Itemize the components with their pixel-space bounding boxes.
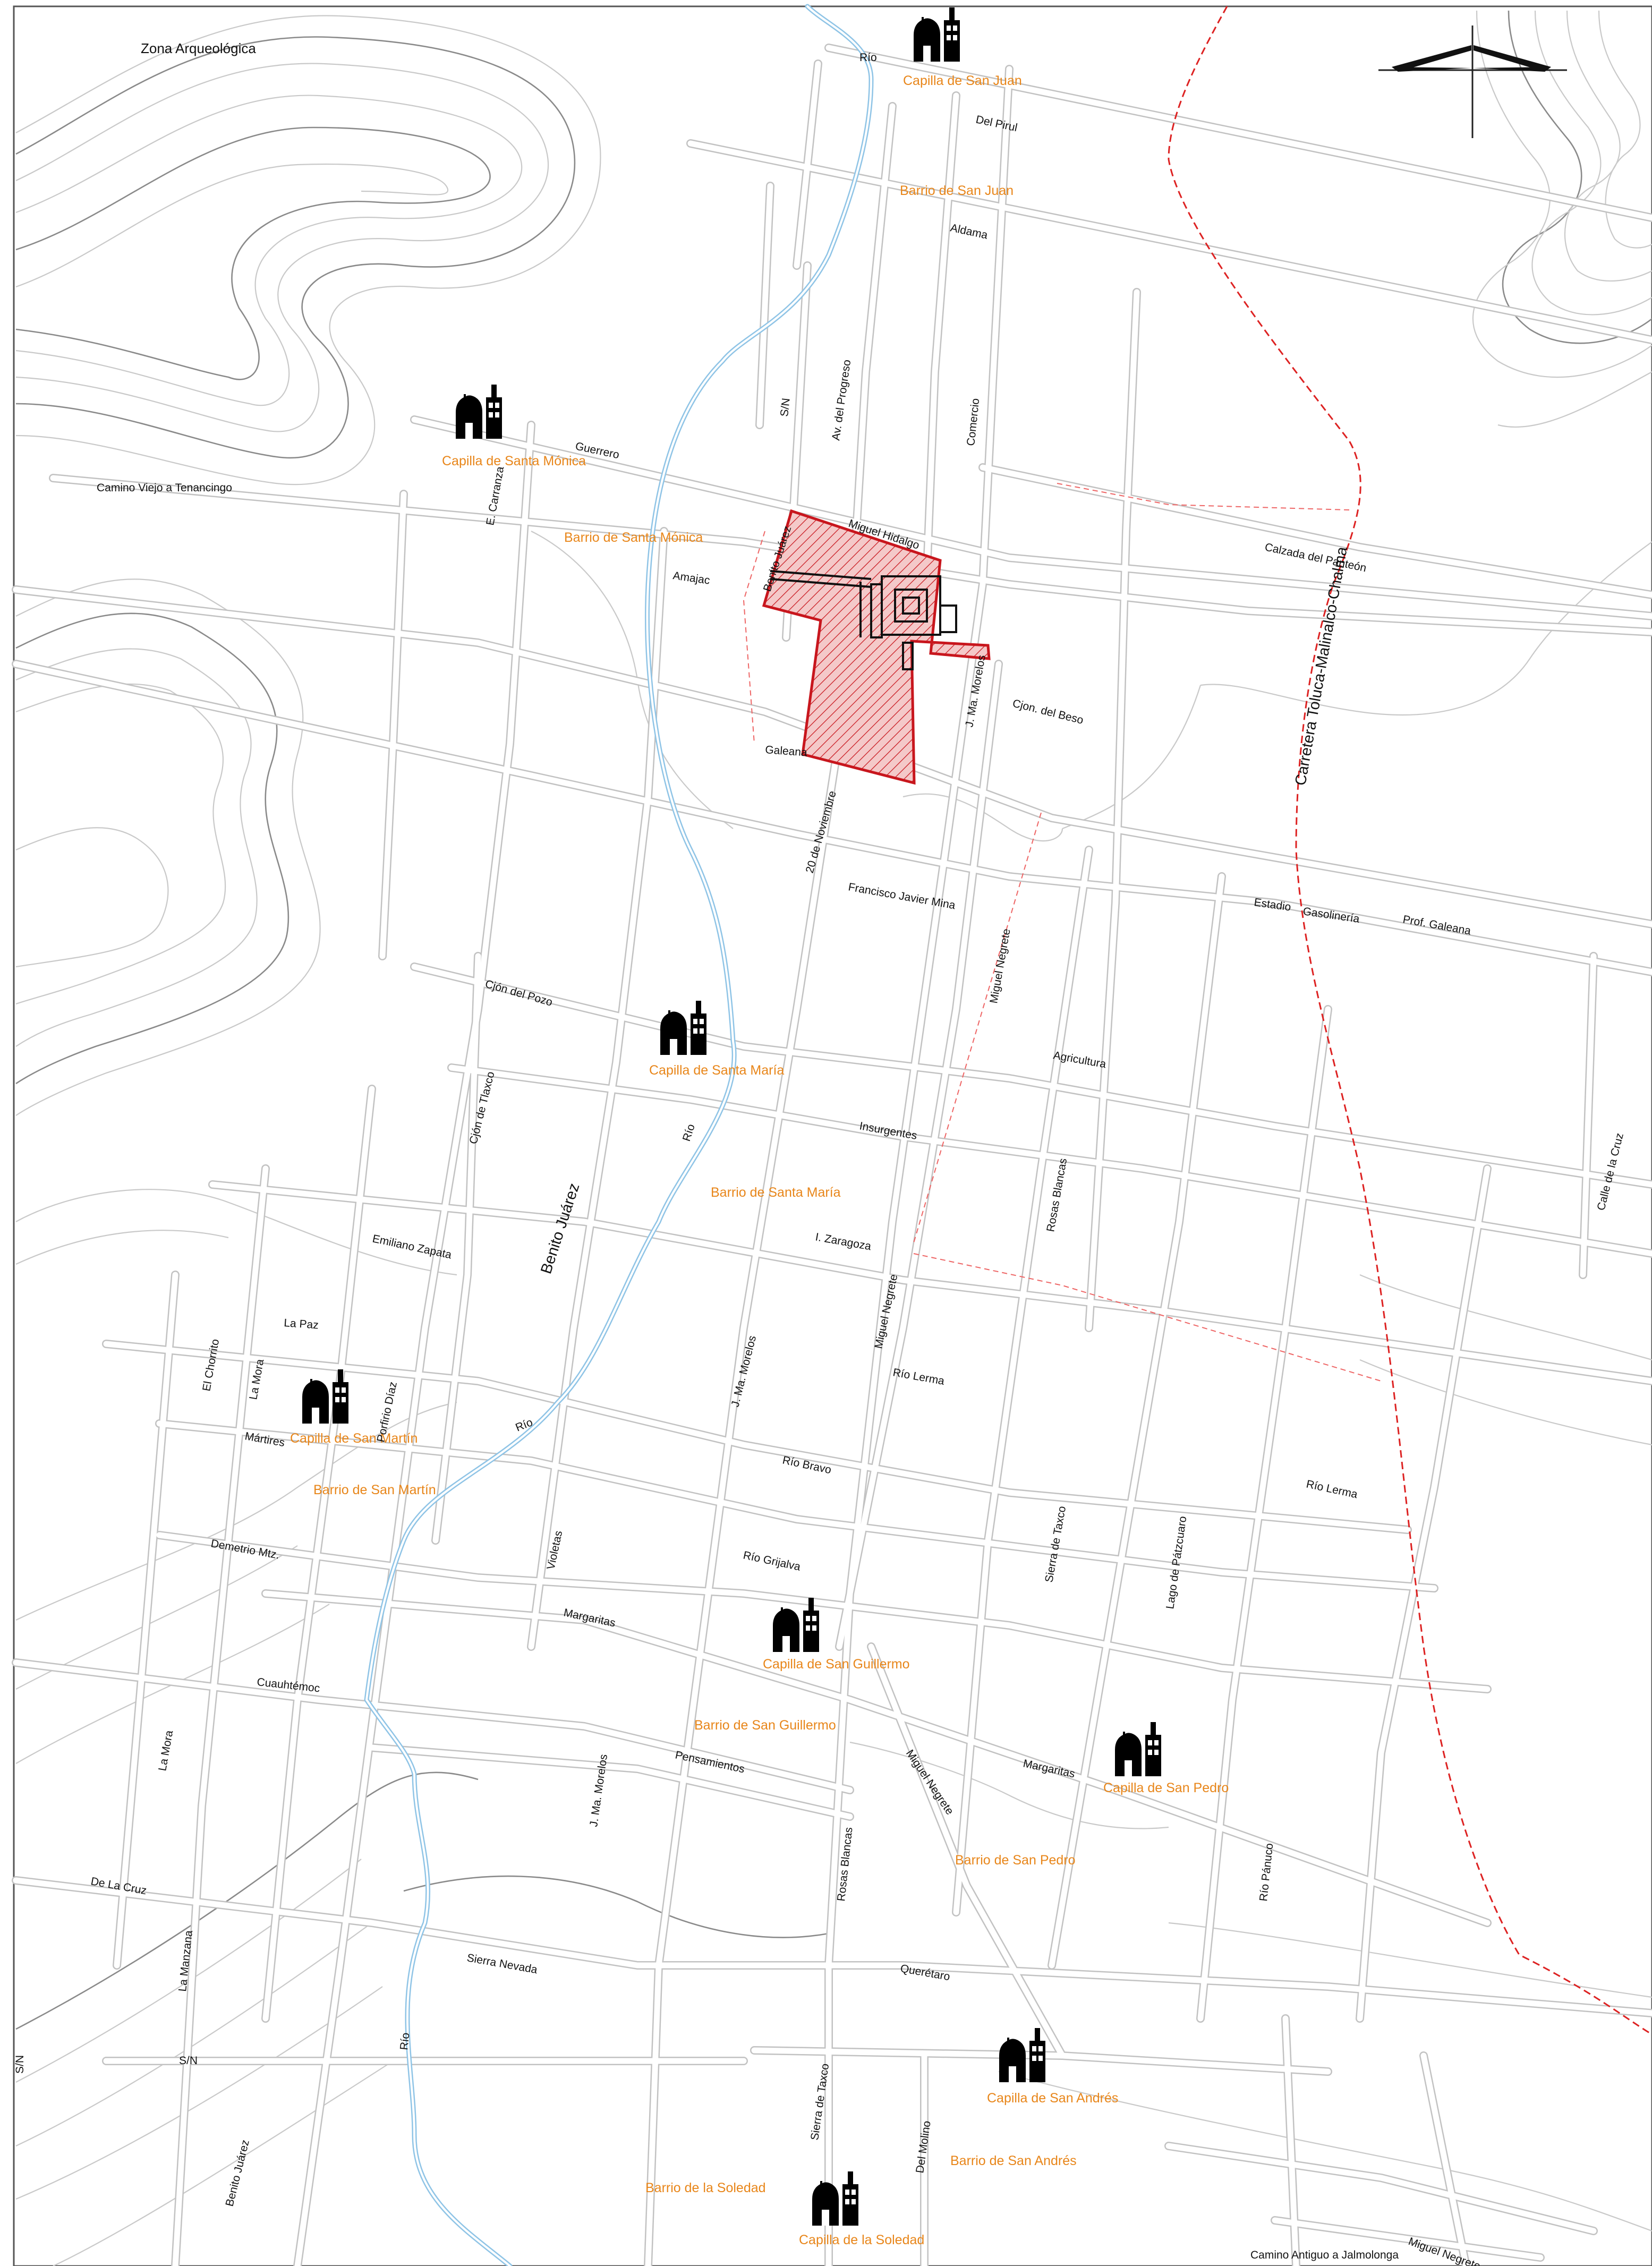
river [364,4,874,2266]
north-arrow-icon [1378,25,1567,138]
street-label: Río [398,2032,412,2051]
street-label: Galeana [765,744,808,759]
street-label: S/N [14,2055,26,2074]
barrio-label-san-guillermo: Barrio de San Guillermo [694,1718,836,1733]
chapel-label-san-juan[interactable]: Capilla de San Juan [903,73,1022,88]
chapel-label-san-guillermo[interactable]: Capilla de San Guillermo [763,1657,910,1672]
street-label: Río [859,52,877,64]
chapel-label-la-soledad[interactable]: Capilla de la Soledad [799,2233,924,2247]
street-label: Camino Viejo a Tenancingo [97,482,232,494]
chapel-label-san-andres[interactable]: Capilla de San Andrés [987,2091,1118,2106]
street-label: S/N [778,397,793,417]
barrio-label-san-juan: Barrio de San Juan [900,183,1014,198]
street-label: Camino Antiguo a Jalmolonga [1250,2249,1399,2261]
barrio-label-san-andres: Barrio de San Andrés [950,2153,1077,2168]
zone-label: Zona Arqueológica [141,40,256,56]
chapel-label-san-martin[interactable]: Capilla de San Martín [290,1431,418,1446]
chapel-label-san-pedro[interactable]: Capilla de San Pedro [1103,1781,1229,1795]
chapel-label-santa-maria[interactable]: Capilla de Santa María [649,1063,784,1078]
highway-line [743,6,1652,2035]
map-frame [13,5,1652,2266]
historic-zone [762,509,991,785]
convent-plan [770,570,957,670]
contour-lines [15,10,1652,2266]
barrio-label-santa-maria: Barrio de Santa María [711,1185,841,1200]
barrio-label-la-soledad: Barrio de la Soledad [645,2180,766,2195]
barrio-label-santa-monica: Barrio de Santa Mónica [564,530,703,545]
street-label: S/N [179,2055,198,2067]
street-network [12,44,1652,2266]
chapel-label-santa-monica[interactable]: Capilla de Santa Mónica [442,454,586,468]
barrio-labels: Barrio de San Juan Barrio de Santa Mónic… [313,183,1077,2195]
street-label: La Paz [284,1317,319,1332]
chapel-labels: Capilla de San Juan Capilla de Santa Món… [290,73,1229,2247]
barrio-label-san-martin: Barrio de San Martín [313,1483,436,1497]
barrio-label-san-pedro: Barrio de San Pedro [955,1853,1076,1868]
